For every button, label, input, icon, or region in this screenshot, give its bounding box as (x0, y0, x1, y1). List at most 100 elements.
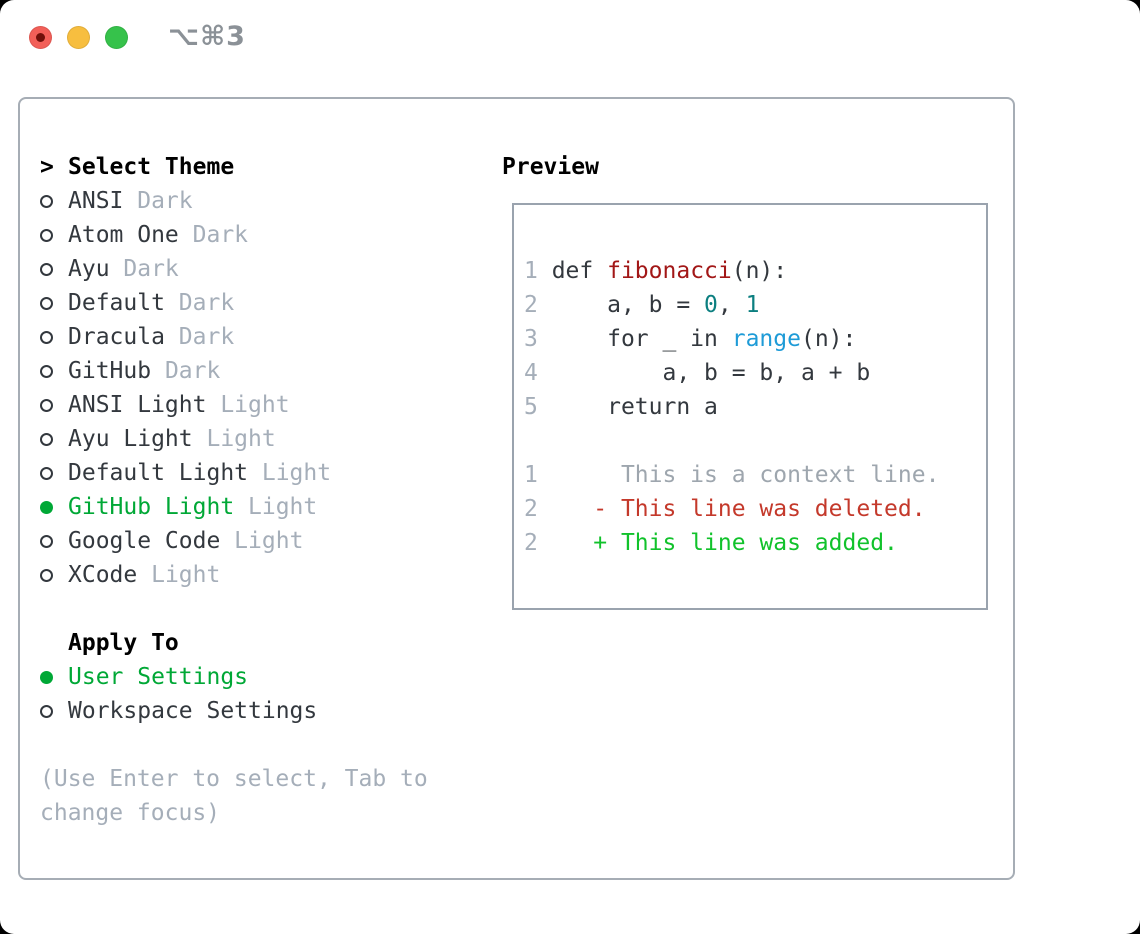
code-token-number: 1 (745, 292, 760, 318)
code-line: 5 return a (524, 390, 986, 424)
item-label: GitHub Light (68, 494, 235, 520)
line-number: 1 (524, 258, 538, 284)
item-label: Ayu (68, 256, 110, 282)
code-token-plain: return a (537, 394, 718, 420)
theme-list: ANSI Dark Atom One Dark Ayu Dark Default… (40, 184, 428, 592)
item-label: Atom One (68, 222, 179, 248)
radio-icon (40, 398, 68, 412)
code-token-plain: a, b = (537, 292, 705, 318)
radio-icon (40, 568, 68, 582)
item-tag: Light (220, 528, 304, 554)
titlebar: ⌥⌘3 (0, 0, 1140, 75)
line-number: 2 (524, 496, 538, 522)
item-tag: Dark (164, 290, 235, 316)
item-label: User Settings (68, 664, 249, 690)
item-tag: Dark (178, 222, 249, 248)
code-token-ctx: This is a context line. (537, 462, 940, 488)
apply-to-option[interactable]: User Settings (40, 660, 428, 694)
minimize-button[interactable] (67, 26, 90, 49)
radio-icon (40, 670, 68, 684)
item-tag: Light (206, 392, 290, 418)
theme-option[interactable]: Ayu Light Light (40, 422, 428, 456)
radio-icon (40, 466, 68, 480)
code-line: 2 - This line was deleted. (524, 492, 986, 526)
item-label: Workspace Settings (68, 698, 318, 724)
prompt-caret: > (40, 154, 54, 180)
code-token-builtin: range (731, 326, 801, 352)
radio-icon (40, 432, 68, 446)
item-tag: Dark (109, 256, 179, 282)
code-token-plain: for _ in (537, 326, 732, 352)
code-token-func: fibonacci (607, 258, 732, 284)
radio-icon (40, 704, 68, 718)
radio-icon (40, 534, 68, 548)
code-line: 2 a, b = 0, 1 (524, 288, 986, 322)
spacer (40, 728, 428, 762)
theme-picker-panel: > Select Theme ANSI Dark Atom One Dark A… (18, 97, 1015, 880)
radio-icon (40, 228, 68, 242)
theme-option[interactable]: Dracula Dark (40, 320, 428, 354)
spacer (40, 592, 428, 626)
item-tag: Dark (123, 188, 193, 214)
item-tag: Light (192, 426, 276, 452)
apply-to-option[interactable]: Workspace Settings (40, 694, 428, 728)
item-tag: Light (234, 494, 318, 520)
radio-icon (40, 364, 68, 378)
apply-to-list: User Settings Workspace Settings (40, 660, 428, 728)
window-shortcut-label: ⌥⌘3 (168, 21, 246, 52)
item-tag: Dark (164, 324, 235, 350)
radio-icon (40, 330, 68, 344)
radio-icon (40, 296, 68, 310)
theme-selector: > Select Theme ANSI Dark Atom One Dark A… (40, 150, 428, 830)
theme-option[interactable]: Ayu Dark (40, 252, 428, 286)
preview-title: Preview (502, 154, 599, 180)
item-tag: Light (248, 460, 332, 486)
line-number: 2 (524, 530, 538, 556)
select-theme-title: Select Theme (68, 154, 235, 180)
code-line: 3 for _ in range(n): (524, 322, 986, 356)
close-button[interactable] (29, 26, 52, 49)
radio-icon (40, 194, 68, 208)
item-label: Dracula (68, 324, 165, 350)
theme-option[interactable]: ANSI Light Light (40, 388, 428, 422)
line-number: 2 (524, 292, 538, 318)
select-theme-header: > Select Theme (40, 150, 428, 184)
theme-option[interactable]: Default Dark (40, 286, 428, 320)
code-token-plain: def (537, 258, 608, 284)
code-line: 1 def fibonacci(n): (524, 254, 986, 288)
item-label: Default (68, 290, 165, 316)
theme-option[interactable]: Google Code Light (40, 524, 428, 558)
theme-option[interactable]: GitHub Light Light (40, 490, 428, 524)
theme-option[interactable]: GitHub Dark (40, 354, 428, 388)
code-token-del: - This line was deleted. (537, 496, 926, 522)
item-label: GitHub (68, 358, 152, 384)
code-blank-line (524, 424, 986, 458)
item-label: Ayu Light (68, 426, 193, 452)
record-dot-icon (36, 33, 45, 42)
item-tag: Light (137, 562, 221, 588)
zoom-button[interactable] (105, 26, 128, 49)
code-token-number: 0 (704, 292, 718, 318)
line-number: 1 (524, 462, 538, 488)
theme-option[interactable]: Default Light Light (40, 456, 428, 490)
code-token-plain: (n): (731, 258, 788, 284)
radio-icon (40, 500, 68, 514)
code-token-plain: a, b = b, a + b (537, 360, 871, 386)
code-line: 4 a, b = b, a + b (524, 356, 986, 390)
hint-line-1: (Use Enter to select, Tab to (40, 766, 428, 792)
code-token-add: + This line was added. (537, 530, 898, 556)
item-label: Google Code (68, 528, 221, 554)
theme-option[interactable]: Atom One Dark (40, 218, 428, 252)
item-tag: Dark (151, 358, 221, 384)
apply-to-header: Apply To (40, 626, 428, 660)
item-label: Default Light (68, 460, 249, 486)
code-line: 1 This is a context line. (524, 458, 986, 492)
theme-option[interactable]: ANSI Dark (40, 184, 428, 218)
theme-option[interactable]: XCode Light (40, 558, 428, 592)
code-line: 2 + This line was added. (524, 526, 986, 560)
code-token-plain: (n): (800, 326, 857, 352)
hint-line-2: change focus) (40, 800, 221, 826)
line-number: 5 (524, 394, 538, 420)
